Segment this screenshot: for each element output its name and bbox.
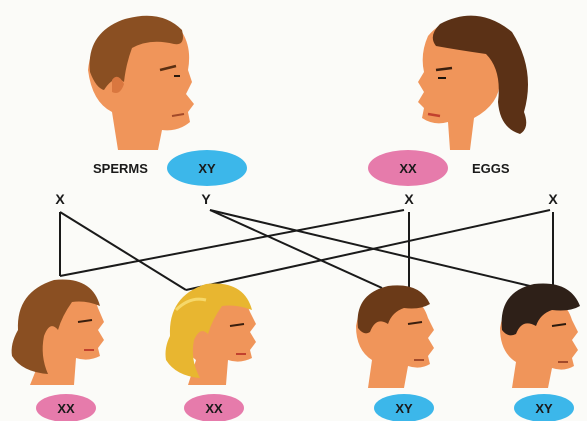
svg-text:XX: XX [399,161,417,176]
svg-text:XY: XY [198,161,216,176]
mother-head [418,15,528,150]
gamete-connection-lines [59,209,554,291]
svg-text:XY: XY [395,401,413,416]
svg-text:XX: XX [57,401,75,416]
eggs-label: EGGS [472,161,510,176]
child-1-chromosome-badge: XX [36,394,96,421]
child-3-chromosome-badge: XY [374,394,434,421]
svg-text:XY: XY [535,401,553,416]
sperms-label: SPERMS [93,161,148,176]
child-3-head [356,285,434,388]
egg-x1-label: X [404,191,414,207]
father-head [88,15,194,150]
father-chromosome-badge: XY [167,150,247,186]
child-2-head [165,283,256,385]
sperm-y-label: Y [201,191,211,207]
sperm-x-label: X [55,191,65,207]
mother-chromosome-badge: XX [368,150,448,186]
svg-text:XX: XX [205,401,223,416]
child-4-head [500,283,580,388]
child-4-chromosome-badge: XY [514,394,574,421]
child-2-chromosome-badge: XX [184,394,244,421]
child-1-head [11,279,104,385]
egg-x2-label: X [548,191,558,207]
